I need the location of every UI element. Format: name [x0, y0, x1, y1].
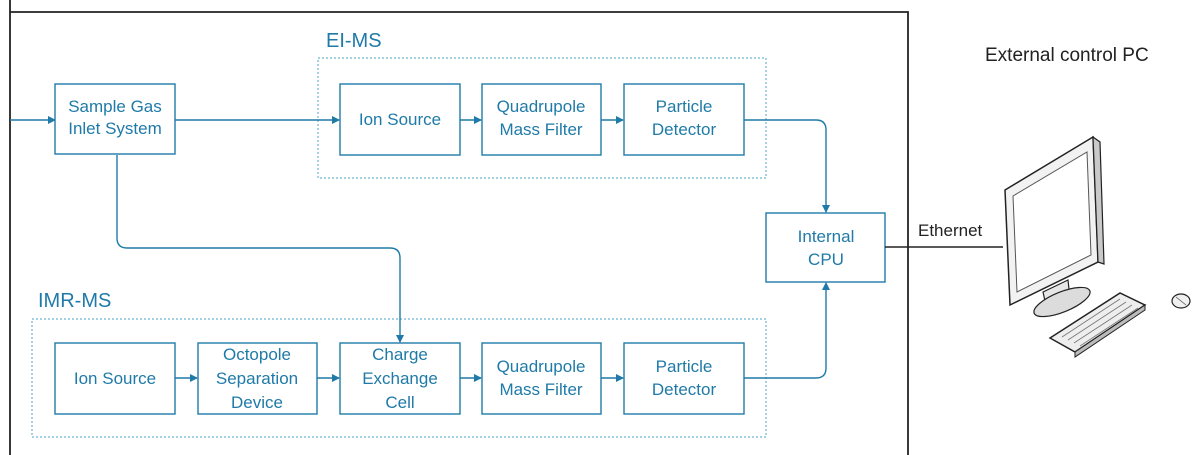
block-imr-ion-source: Ion Source: [54, 342, 176, 415]
charge-exchange-label-3: Cell: [385, 393, 414, 412]
ei-detector-label-2: Detector: [652, 120, 717, 139]
ei-detector-label-1: Particle: [656, 97, 713, 116]
block-inlet: Sample Gas Inlet System: [54, 83, 176, 155]
cpu-label-2: CPU: [808, 250, 844, 269]
octopole-label-3: Device: [231, 393, 283, 412]
block-imr-quadrupole: Quadrupole Mass Filter: [481, 342, 602, 415]
connectors: [10, 116, 830, 382]
inlet-label-1: Sample Gas: [68, 97, 162, 116]
octopole-label-1: Octopole: [223, 345, 291, 364]
instrument-frame: [9, 0, 909, 455]
block-cpu: Internal CPU: [765, 212, 886, 283]
eims-title: EI-MS: [326, 30, 382, 52]
ei-ion-source-label: Ion Source: [359, 110, 441, 129]
imr-detector-label-2: Detector: [652, 380, 717, 399]
ei-quad-label-2: Mass Filter: [499, 120, 582, 139]
charge-exchange-label-1: Charge: [372, 345, 428, 364]
block-octopole: Octopole Separation Device: [197, 342, 318, 415]
cpu-label-1: Internal: [798, 227, 855, 246]
eims-group: [317, 57, 767, 179]
block-imr-detector: Particle Detector: [623, 342, 745, 415]
imrms-title: IMR-MS: [38, 290, 111, 312]
charge-exchange-label-2: Exchange: [362, 369, 438, 388]
imr-quad-label-2: Mass Filter: [499, 380, 582, 399]
imr-ion-source-label: Ion Source: [74, 369, 156, 388]
imr-detector-to-cpu-arrow: [744, 282, 830, 379]
block-ei-quadrupole: Quadrupole Mass Filter: [481, 83, 602, 156]
ethernet-label: Ethernet: [918, 221, 983, 240]
ei-detector-to-cpu-arrow: [744, 119, 830, 213]
external-pc-label: External control PC: [985, 45, 1149, 66]
block-ei-detector: Particle Detector: [623, 83, 745, 156]
block-ei-ion-source: Ion Source: [339, 83, 461, 156]
imr-detector-label-1: Particle: [656, 357, 713, 376]
octopole-label-2: Separation: [216, 369, 298, 388]
inlet-to-charge-exchange-arrow: [116, 155, 404, 343]
inlet-label-2: Inlet System: [68, 119, 162, 138]
imr-quad-label-1: Quadrupole: [497, 357, 586, 376]
computer-icon: [1004, 135, 1191, 358]
ei-quad-label-1: Quadrupole: [497, 97, 586, 116]
block-charge-exchange: Charge Exchange Cell: [339, 342, 461, 415]
